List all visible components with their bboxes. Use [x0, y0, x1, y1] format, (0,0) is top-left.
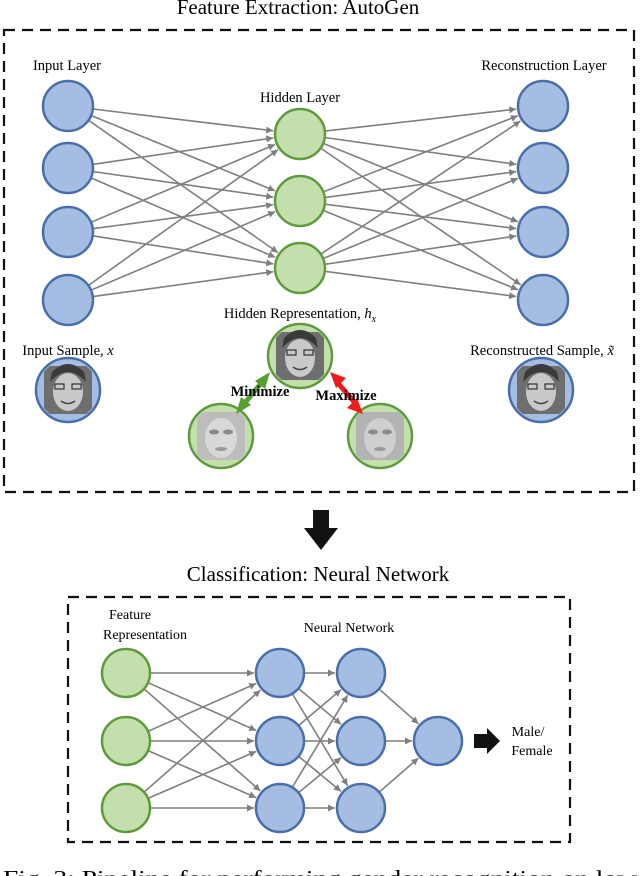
connection-edge [297, 689, 342, 727]
reconstruction-layer [516, 79, 570, 327]
feature-extraction-panel [2, 28, 636, 494]
autoencoder-edges [87, 106, 522, 300]
reconstructed-sample-label: Reconstructed Sample, x̃ [470, 343, 614, 359]
hidden-layer-label: Hidden Layer [260, 90, 340, 106]
hidden-representation-label: Hidden Representation, hx [224, 306, 377, 325]
feature-node [100, 715, 152, 767]
figure-caption: Fig. 3: Pipeline for performing gender r… [3, 866, 638, 876]
network-node [335, 647, 387, 699]
connection-edge [92, 108, 274, 134]
connection-edge [324, 270, 517, 300]
connection-edge [87, 149, 279, 287]
connection-edge [90, 114, 276, 192]
feature-extraction-title: Feature Extraction: AutoGen [177, 0, 420, 19]
reconstruction-layer-label: Reconstruction Layer [481, 58, 606, 74]
connection-edge [324, 203, 517, 232]
connection-edge [291, 694, 349, 788]
neural-network-label: Neural Network [304, 621, 395, 636]
down-arrow-icon [304, 510, 338, 550]
connection-edge [92, 202, 274, 230]
network-node [254, 647, 306, 699]
hidden-representation-face [266, 322, 334, 390]
network-node [335, 715, 387, 767]
connection-edge [147, 750, 257, 800]
connection-edge [378, 757, 419, 793]
input-node [41, 79, 95, 133]
input-sample-face [34, 356, 102, 424]
minimize-arrow [236, 372, 270, 414]
connection-edge [297, 755, 342, 793]
reconstruction-node [516, 273, 570, 327]
connection-edge [88, 119, 279, 254]
input-sample-label: Input Sample, x [22, 343, 114, 359]
connection-edge [322, 177, 519, 260]
maximize-label: Maximize [315, 388, 377, 404]
connection-edge [297, 687, 342, 725]
maximize-target-face [346, 402, 414, 470]
classification-title: Classification: Neural Network [187, 562, 450, 586]
output-node [412, 715, 464, 767]
connection-edge [324, 136, 517, 167]
hidden-layer [273, 107, 327, 295]
hidden-node [273, 107, 327, 161]
feature-layer [100, 647, 152, 834]
network-layer-2 [335, 647, 387, 834]
feature-node [100, 647, 152, 699]
connection-edge [147, 682, 257, 733]
connection-edge [92, 235, 274, 267]
output-arrow-icon [474, 728, 500, 754]
hidden-node [273, 174, 327, 228]
reconstruction-node [516, 141, 570, 195]
connection-edge [92, 135, 274, 166]
input-node [41, 273, 95, 327]
connection-edge [92, 269, 274, 298]
input-layer [41, 79, 95, 327]
connection-edge [322, 142, 519, 223]
minimize-target-face [187, 402, 255, 470]
reconstructed-sample-face [507, 356, 575, 424]
network-layer-1 [254, 647, 306, 834]
connection-edge [90, 210, 276, 291]
input-node [41, 205, 95, 259]
feature-node [100, 782, 152, 834]
network-node [254, 715, 306, 767]
network-node [335, 782, 387, 834]
classification-panel [66, 595, 572, 844]
connection-edge [324, 233, 517, 266]
input-node [41, 141, 95, 195]
maximize-arrow [330, 372, 363, 414]
reconstruction-node [516, 205, 570, 259]
connection-edge [291, 693, 349, 787]
minimize-label: Minimize [231, 384, 290, 400]
connection-edge [324, 169, 517, 199]
connection-edge [92, 170, 274, 200]
hidden-node [273, 241, 327, 295]
reconstruction-node [516, 79, 570, 133]
connection-edge [324, 106, 517, 132]
connection-edge [297, 756, 342, 794]
network-node [254, 782, 306, 834]
connection-edge [143, 689, 261, 793]
connection-edge [90, 143, 276, 224]
connection-edge [143, 688, 261, 792]
input-layer-label: Input Layer [33, 58, 101, 74]
output-label: Male/Female [511, 725, 552, 759]
connection-edge [378, 688, 420, 725]
connection-edge [320, 120, 521, 255]
classifier-edges [143, 669, 420, 812]
connection-edge [323, 115, 519, 193]
